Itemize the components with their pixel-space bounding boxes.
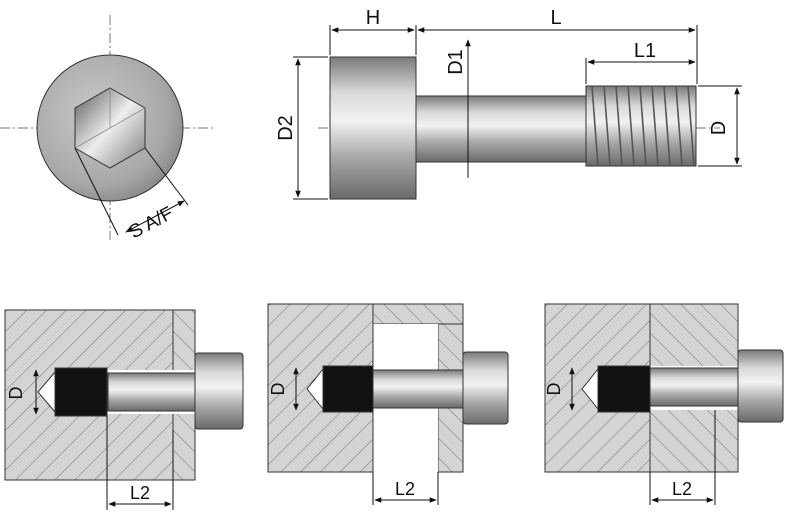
sec2-thread — [322, 365, 374, 413]
sec3-thread — [597, 365, 651, 413]
sec1-screw-head — [194, 352, 244, 430]
label-l: L — [550, 7, 561, 29]
sec1-shoulder — [107, 372, 196, 412]
section-3: D L2 — [544, 303, 784, 505]
sec2-label-d: D — [268, 383, 288, 396]
section-1: D L2 — [4, 309, 244, 510]
sec2-shoulder — [371, 369, 464, 409]
sec3-screw-head — [737, 349, 784, 423]
sec2-top-bar — [372, 303, 464, 325]
sec1-label-d: D — [6, 387, 26, 400]
label-s-af: S A/F — [126, 203, 177, 243]
label-d2: D2 — [275, 115, 297, 141]
label-h: H — [366, 7, 380, 29]
side-view: H L L1 D1 D2 D — [275, 7, 742, 200]
screw-head — [329, 56, 417, 200]
saf-ext-1 — [74, 147, 119, 236]
saf-dim-line — [125, 200, 185, 233]
sec3-label-l2: L2 — [672, 479, 692, 499]
label-l1: L1 — [634, 40, 656, 62]
sec3-shoulder — [649, 367, 739, 407]
sec1-thread — [54, 367, 108, 417]
saf-ext-2 — [144, 147, 189, 206]
section-2: D L2 — [267, 303, 509, 505]
sec1-label-l2: L2 — [130, 483, 150, 503]
end-view: S A/F — [0, 15, 215, 243]
label-d1: D1 — [445, 49, 467, 75]
sec2-screw-head — [462, 351, 509, 425]
sec3-label-d: D — [544, 383, 564, 396]
sec2-label-l2: L2 — [395, 479, 415, 499]
label-d-side: D — [708, 121, 730, 135]
thread-crests — [591, 85, 695, 167]
shoulder — [415, 95, 587, 163]
